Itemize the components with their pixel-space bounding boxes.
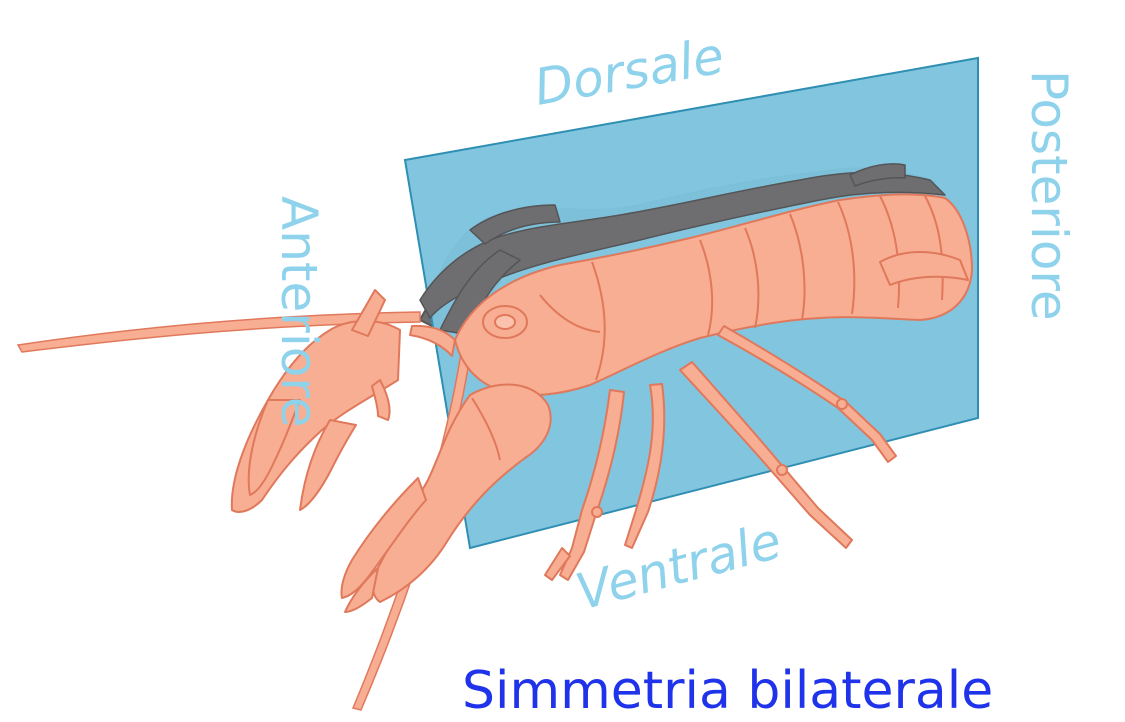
posterior-label: Posteriore — [1020, 70, 1078, 321]
anterior-label: Anteriore — [270, 196, 328, 428]
dorsal-label: Dorsale — [530, 27, 728, 117]
ventral-label: Ventrale — [570, 511, 787, 621]
caption-title: Simmetria bilaterale — [462, 661, 993, 717]
